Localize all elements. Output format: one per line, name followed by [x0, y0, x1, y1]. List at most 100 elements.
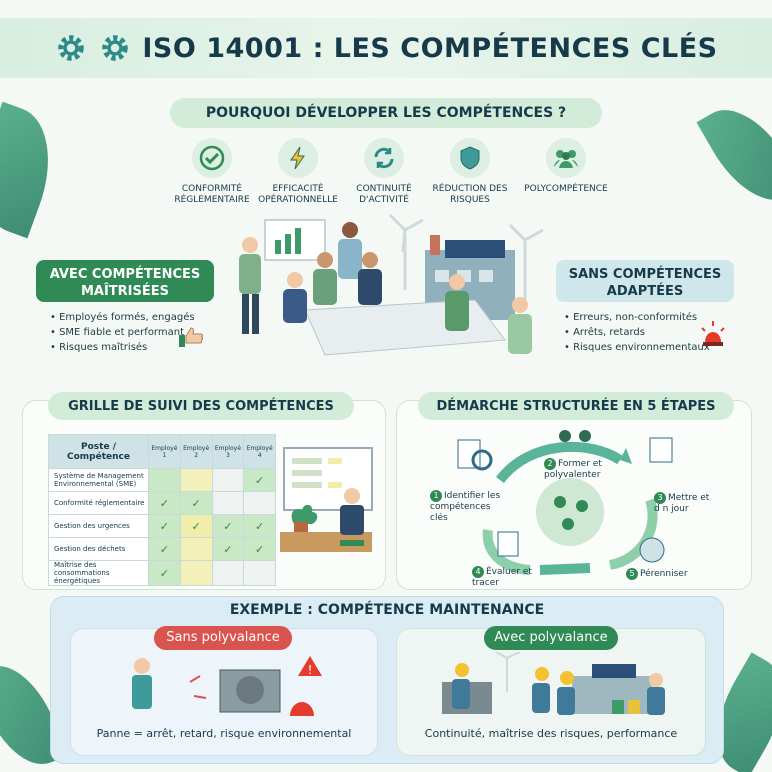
- benefit-label: EFFICACITÉ OPÉRATIONNELLE: [258, 184, 338, 205]
- list-item: Risques environnementaux: [564, 342, 714, 353]
- svg-text:!: !: [308, 663, 313, 677]
- alarm-light-icon: [701, 321, 725, 346]
- leaf-decoration: [696, 92, 772, 218]
- step-number: 5: [626, 568, 638, 580]
- row-label: Système de Management Environnemental (S…: [48, 468, 149, 492]
- with-polyvalence-label: Avec polyvalance: [484, 626, 618, 650]
- step-label: Évaluer et tracer: [472, 567, 532, 588]
- without-skills-list: Erreurs, non-conformités Arrêts, retards…: [564, 312, 714, 357]
- grid-cell: [179, 560, 213, 586]
- row-label: Maîtrise des consommations énergétiques: [48, 560, 149, 586]
- without-skills-heading: SANS COMPÉTENCES ADAPTÉES: [568, 267, 722, 299]
- list-item: Erreurs, non-conformités: [564, 312, 714, 323]
- benefit-efficiency: EFFICACITÉ OPÉRATIONNELLE: [248, 138, 348, 206]
- grid-cell: [243, 560, 276, 586]
- without-skills-banner: SANS COMPÉTENCES ADAPTÉES: [556, 260, 734, 302]
- step-label: Identifier les compétences clés: [430, 491, 501, 523]
- process-cycle-diagram: [457, 430, 673, 575]
- row-label: Gestion des déchets: [48, 537, 149, 561]
- corner-header: Poste / Compétence: [48, 434, 149, 469]
- table-row: Maîtrise des consommations énergétiques …: [48, 560, 276, 586]
- grid-cell: [211, 560, 245, 586]
- grid-cell: [148, 468, 181, 492]
- employee-header: Employé 3: [211, 434, 245, 469]
- row-label: Conformité réglementaire: [48, 491, 149, 515]
- list-item: Employés formés, engagés: [50, 312, 200, 323]
- benefit-label: RÉDUCTION DES RISQUES: [432, 184, 508, 205]
- team-meeting-illustration: [239, 213, 544, 356]
- grid-cell: ✓: [243, 537, 276, 561]
- step-number: 2: [544, 458, 556, 470]
- table-row: Système de Management Environnemental (S…: [48, 468, 276, 492]
- benefit-polyskills: POLYCOMPÉTENCE: [516, 138, 616, 195]
- grid-cell: ✓: [243, 468, 276, 492]
- process-heading: DÉMARCHE STRUCTURÉE EN 5 ÉTAPES: [418, 392, 734, 420]
- page-title: ISO 14001 : LES COMPÉTENCES CLÉS: [142, 32, 718, 64]
- grid-cell: [211, 491, 245, 515]
- shield-icon: [450, 138, 490, 178]
- step-number: 1: [430, 490, 442, 502]
- grid-cell: ✓: [211, 537, 245, 561]
- grid-cell: ✓: [179, 514, 213, 538]
- table-header-row: Poste / Compétence Employé 1 Employé 2 E…: [48, 434, 276, 469]
- list-item: SME fiable et performant: [50, 327, 200, 338]
- step-label: Mettre et d n jour: [654, 493, 710, 514]
- leaf-decoration: [0, 101, 69, 239]
- with-skills-list: Employés formés, engagés SME fiable et p…: [50, 312, 200, 357]
- benefit-conformity: CONFORMITÉ RÉGLEMENTAIRE: [162, 138, 262, 206]
- with-skills-banner: AVEC COMPÉTENCES MAÎTRISÉES: [36, 260, 214, 302]
- benefit-label: CONTINUITÉ D'ACTIVITÉ: [356, 184, 412, 205]
- thumbs-up-icon: [179, 327, 203, 347]
- step-number: 3: [654, 492, 666, 504]
- employee-header: Employé 4: [243, 434, 276, 469]
- benefit-label: CONFORMITÉ RÉGLEMENTAIRE: [174, 184, 250, 205]
- grid-heading: GRILLE DE SUIVI DES COMPÉTENCES: [48, 392, 354, 420]
- grid-cell: [243, 491, 276, 515]
- breakdown-illustration: !: [132, 656, 322, 716]
- without-example-caption: Panne = arrêt, retard, risque environnem…: [96, 727, 352, 740]
- step-label: Former et polyvalenter: [544, 459, 602, 480]
- table-row: Gestion des urgences ✓ ✓ ✓ ✓: [48, 514, 276, 538]
- list-item: Risques maîtrisés: [50, 342, 200, 353]
- step-number: 4: [472, 566, 484, 578]
- benefit-label: POLYCOMPÉTENCE: [524, 184, 608, 194]
- example-heading: EXEMPLE : COMPÉTENCE MAINTENANCE: [229, 602, 545, 618]
- benefit-continuity: CONTINUITÉ D'ACTIVITÉ: [334, 138, 434, 206]
- grid-cell: ✓: [148, 514, 181, 538]
- grid-cell: ✓: [243, 514, 276, 538]
- list-item: Arrêts, retards: [564, 327, 714, 338]
- refresh-icon: [364, 138, 404, 178]
- check-shield-icon: [192, 138, 232, 178]
- table-row: Conformité réglementaire ✓ ✓: [48, 491, 276, 515]
- grid-cell: ✓: [211, 514, 245, 538]
- with-example-caption: Continuité, maîtrise des risques, perfor…: [424, 727, 678, 740]
- table-row: Gestion des déchets ✓ ✓ ✓: [48, 537, 276, 561]
- grid-cell: ✓: [148, 491, 181, 515]
- grid-cell: ✓: [148, 537, 181, 561]
- grid-cell: [179, 537, 213, 561]
- why-heading-text: POURQUOI DÉVELOPPER LES COMPÉTENCES ?: [205, 105, 567, 121]
- grid-cell: ✓: [179, 491, 213, 515]
- title-bar: ISO 14001 : LES COMPÉTENCES CLÉS: [0, 18, 772, 78]
- employee-header: Employé 2: [179, 434, 213, 469]
- grid-cell: ✓: [148, 560, 181, 586]
- group-icon: [546, 138, 586, 178]
- benefit-risk: RÉDUCTION DES RISQUES: [420, 138, 520, 206]
- with-skills-heading: AVEC COMPÉTENCES MAÎTRISÉES: [49, 267, 201, 299]
- grid-heading-text: GRILLE DE SUIVI DES COMPÉTENCES: [68, 398, 334, 414]
- row-label: Gestion des urgences: [48, 514, 149, 538]
- grid-cell: [211, 468, 245, 492]
- why-heading: POURQUOI DÉVELOPPER LES COMPÉTENCES ?: [170, 98, 602, 128]
- process-heading-text: DÉMARCHE STRUCTURÉE EN 5 ÉTAPES: [436, 398, 716, 414]
- skills-grid-table: Poste / Compétence Employé 1 Employé 2 E…: [48, 434, 276, 586]
- presenter-illustration: [280, 447, 373, 552]
- without-polyvalence-label: Sans polyvalance: [154, 626, 292, 650]
- gear-icon: [102, 35, 129, 61]
- step-label: Pérenniser: [640, 569, 688, 579]
- gear-icon: [58, 35, 85, 61]
